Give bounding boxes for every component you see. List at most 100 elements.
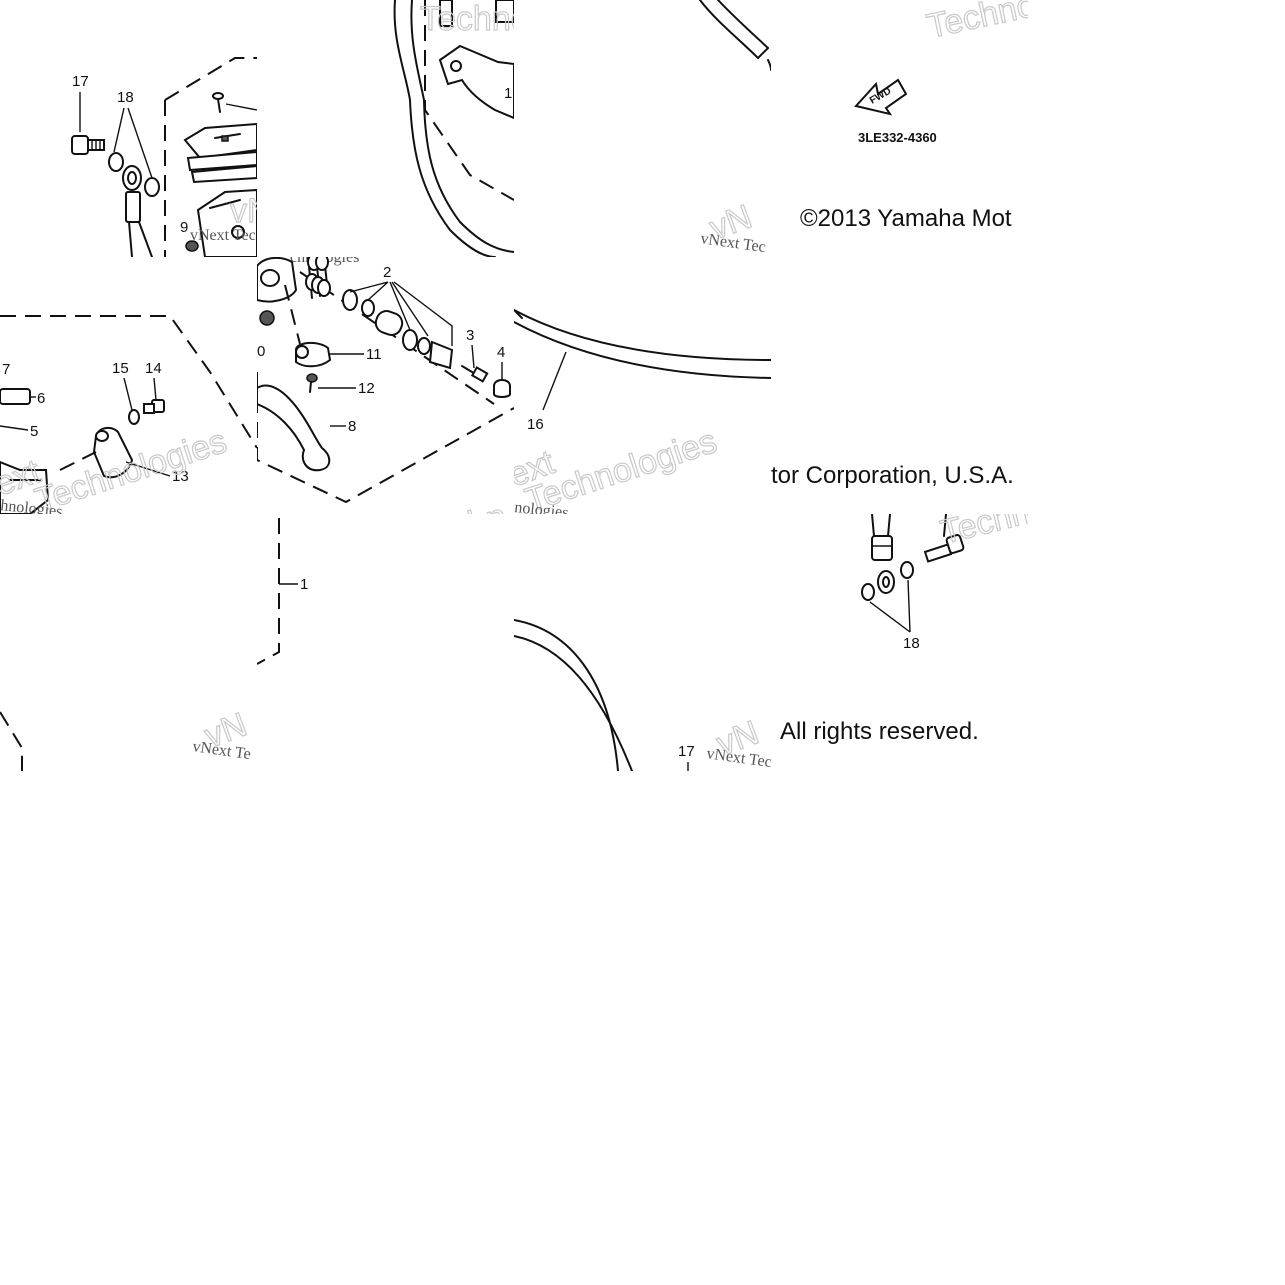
push-rod	[461, 365, 489, 383]
tile-fwd: vNext Tec vN	[699, 0, 771, 256]
watermark-text: Techn	[937, 493, 1034, 552]
adjuster-block	[295, 342, 332, 368]
callout-5: 5	[30, 423, 38, 440]
brake-hose-outer	[393, 0, 496, 257]
watermark-text: nologies	[514, 499, 570, 522]
banjo-bolt	[71, 135, 105, 155]
leader-line	[123, 377, 133, 411]
dust-boot	[428, 340, 454, 370]
tile-clamp: 7 6 5 15 14 13 ext Technologies hnologie…	[0, 315, 257, 520]
callout-18: 18	[903, 635, 920, 652]
clamp-bolt	[143, 399, 165, 414]
tile-copyright-mid: tor Corporation, U.S.A.	[771, 462, 1014, 489]
tile-copyright-top: Techno FWD 3LE332-4360 ©2013 Yamaha Mot …	[771, 0, 1039, 257]
copper-washer	[861, 583, 875, 601]
callout-10: 0	[257, 343, 265, 360]
piston-cup	[342, 289, 358, 311]
piston-cup	[402, 329, 418, 351]
piston-seal	[361, 299, 375, 317]
spring-washer	[128, 409, 140, 425]
cap-screw	[212, 92, 224, 113]
dashed-outline	[424, 0, 514, 201]
return-spring	[307, 257, 329, 299]
callout-3: 3	[466, 327, 474, 344]
tile-hose-mid: 16 ext Technologies nologies	[514, 309, 771, 522]
tile-reservoir: 17 18	[71, 57, 290, 257]
dashed-outline	[257, 518, 280, 665]
master-cylinder-lower	[0, 460, 50, 514]
brake-hose-inner	[514, 321, 771, 379]
copyright-line-1: ©2013 Yamaha Mot	[800, 205, 1012, 232]
leader-line	[907, 579, 911, 633]
spring-coil	[305, 273, 331, 297]
brake-hose-outer	[514, 619, 619, 771]
boot-cap	[493, 379, 511, 398]
hose-end	[757, 47, 769, 59]
leader-lines	[349, 281, 453, 346]
watermark-text: Techno	[420, 0, 530, 38]
callout-2: 2	[383, 264, 391, 281]
brake-hose-outer	[699, 0, 759, 59]
dashed-outline-top	[164, 57, 257, 101]
reservoir-cap	[183, 122, 257, 184]
piston	[374, 310, 404, 336]
brake-hose-inner	[410, 0, 514, 253]
leader-line	[113, 107, 125, 153]
callout-8: 8	[348, 418, 356, 435]
hose-end	[514, 309, 523, 319]
tile-bottom-left: vNext Te vN	[0, 705, 252, 771]
tile-hose-lower: 17 vNext Tec vN	[514, 619, 771, 771]
callout-7: 7	[2, 361, 10, 378]
tile-hose-loop: Techno 1	[393, 0, 530, 257]
callout-1: 1	[300, 576, 308, 593]
hose-fitting	[767, 59, 771, 71]
tile-callout-1: 1	[257, 518, 308, 665]
brake-lever	[257, 384, 331, 472]
diagram-code: 3LE332-4360	[858, 130, 937, 145]
nut	[259, 310, 275, 326]
callout-13: 13	[172, 468, 189, 485]
circlip	[417, 337, 431, 355]
leader-line	[125, 461, 171, 477]
dashed-outline	[0, 711, 23, 771]
leader-line	[225, 103, 257, 111]
hose-bracket	[438, 44, 514, 120]
tile-piston-lever: chnologies 2 3 4	[257, 257, 514, 556]
callout-11: 11	[366, 346, 382, 363]
tile-copyright-bottom: 18 Techn All rights reserved.	[780, 493, 1034, 745]
copper-washer	[900, 561, 914, 579]
lever-screw	[306, 373, 318, 393]
callout-12: 12	[358, 380, 375, 397]
watermark-text: Techn	[413, 497, 510, 556]
watermark-text: hnologies	[0, 497, 63, 520]
banjo-bolt-lower	[923, 514, 965, 563]
leader-line	[542, 351, 567, 411]
brake-hose-inner	[717, 0, 769, 49]
watermark-text: Techno	[924, 0, 1039, 46]
brake-hose-fitting	[122, 165, 153, 257]
watermark-text: vNext Tec	[190, 227, 256, 244]
copper-washer	[144, 177, 160, 197]
bleed-screw	[185, 240, 199, 252]
callout-17: 17	[678, 743, 695, 760]
copyright-line-3: All rights reserved.	[780, 718, 979, 745]
leader-line	[127, 107, 153, 179]
dashed-outline	[59, 451, 97, 471]
callout-17: 17	[72, 73, 89, 90]
copper-washer	[108, 152, 124, 172]
leader-line	[471, 344, 475, 369]
callout-1: 1	[504, 85, 512, 102]
leader-line	[0, 425, 29, 431]
dashed-outline	[0, 315, 257, 449]
pivot-bolt	[0, 388, 31, 405]
fwd-arrow-icon: FWD	[854, 78, 908, 116]
master-cylinder-body	[196, 188, 257, 257]
watermark-text: vNe	[230, 192, 290, 230]
callout-14: 14	[145, 360, 162, 377]
dashed-outline	[284, 284, 301, 345]
callout-16: 16	[527, 416, 544, 433]
callout-6: 6	[37, 390, 45, 407]
callout-18: 18	[117, 89, 134, 106]
brake-hose-inner	[514, 635, 633, 771]
